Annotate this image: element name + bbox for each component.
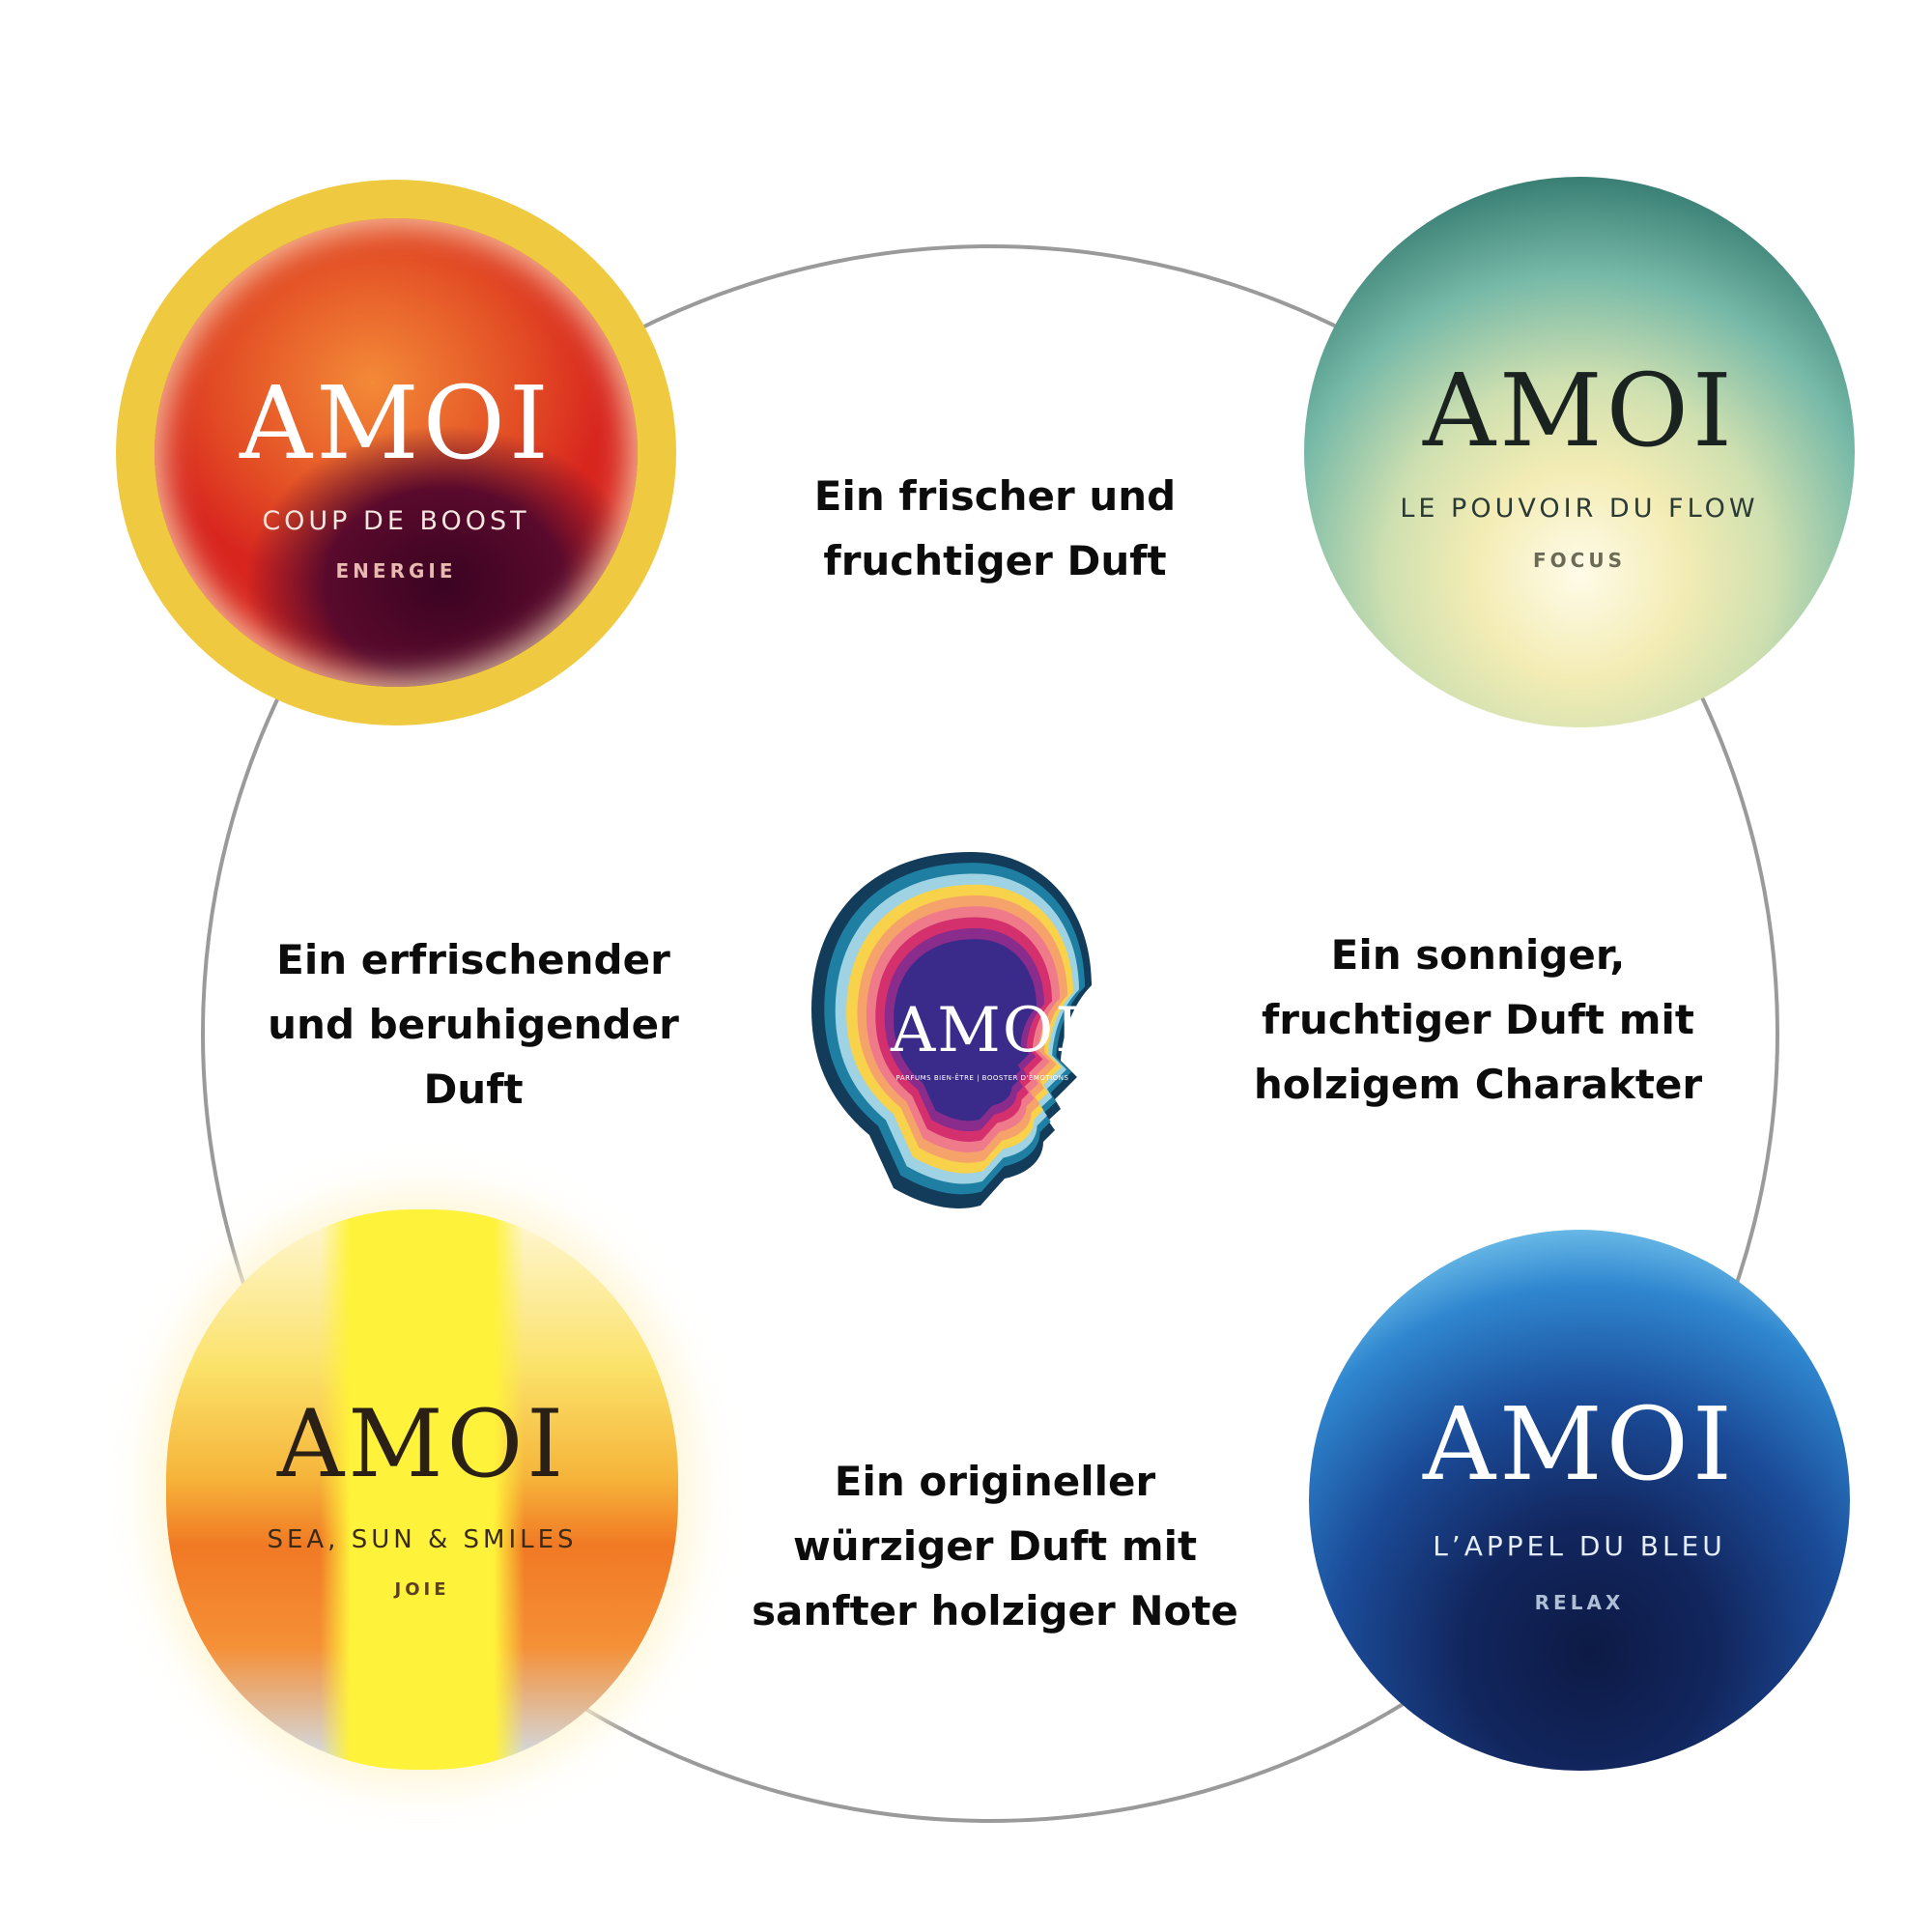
brand-logo: AMOI — [276, 1390, 568, 1498]
product-mood: ENERGIE — [335, 559, 457, 582]
product-mood: FOCUS — [1533, 549, 1626, 572]
product-line-name: COUP DE BOOST — [262, 506, 530, 536]
description-top: Ein frischer und fruchtiger Duft — [813, 472, 1177, 584]
product-badge-lappel-du-bleu[interactable]: AMOI L’APPEL DU BLEU RELAX — [1309, 1230, 1850, 1771]
product-line-name: LE POUVOIR DU FLOW — [1400, 494, 1759, 524]
product-badge-coup-de-boost[interactable]: AMOI COUP DE BOOST ENERGIE — [116, 180, 676, 725]
product-line-name: SEA, SUN & SMILES — [267, 1525, 578, 1554]
product-mood: RELAX — [1534, 1591, 1625, 1614]
brand-logo: AMOI — [1423, 1385, 1736, 1503]
product-mood: JOIE — [394, 1579, 450, 1600]
product-badge-sea-sun-smiles[interactable]: AMOI SEA, SUN & SMILES JOIE — [166, 1209, 678, 1770]
product-line-name: L’APPEL DU BLEU — [1433, 1530, 1726, 1562]
brand-logo: AMOI — [1423, 352, 1736, 469]
description-left: Ein erfrischender und beruhigender Duft — [268, 936, 679, 1113]
center-brand-tagline: PARFUMS BIEN-ÊTRE | BOOSTER D'ÉMOTIONS — [895, 1074, 1069, 1082]
description-bottom: Ein origineller würziger Duft mit sanfte… — [752, 1458, 1238, 1634]
product-badge-le-pouvoir-du-flow[interactable]: AMOI LE POUVOIR DU FLOW FOCUS — [1304, 177, 1855, 727]
brand-logo: AMOI — [240, 364, 553, 482]
center-brand-wordmark: AMOI — [891, 995, 1082, 1066]
center-brand-logo: AMOI PARFUMS BIEN-ÊTRE | BOOSTER D'ÉMOTI… — [802, 840, 1140, 1217]
description-right: Ein sonniger, fruchtiger Duft mit holzig… — [1253, 931, 1703, 1108]
